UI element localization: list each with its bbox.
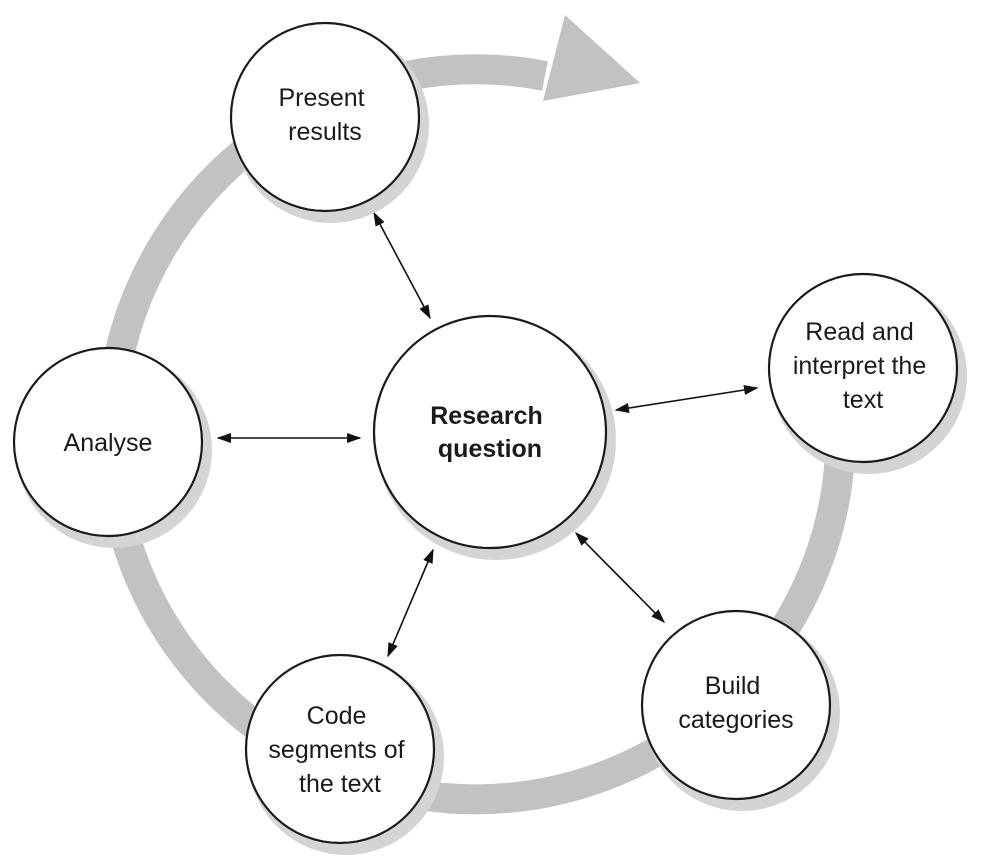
present-results-node: Present results (229, 21, 429, 223)
build-categories-label: Build categories (678, 672, 793, 734)
build-categories-circle (640, 609, 832, 801)
connectors (216, 211, 759, 658)
code-segments-circle (244, 653, 436, 845)
build-categories-node: Build categories (640, 609, 840, 811)
analyse-circle (12, 346, 204, 538)
research-question-node: Research question (372, 314, 616, 560)
code-segments-node: Code segments of the text (244, 653, 444, 855)
read-interpret-label: Read and interpret the text (793, 318, 933, 414)
present-results-label: Present results (278, 84, 371, 146)
analyse-node: Analyse (12, 346, 212, 548)
present-results-circle (229, 21, 421, 213)
analyse-label: Analyse (64, 429, 153, 457)
research-question-label: Research question (430, 402, 550, 463)
read-interpret-node: Read and interpret the text (767, 272, 967, 474)
cycle-arrowhead (543, 15, 640, 101)
link-center-code-segments (387, 548, 434, 658)
link-center-present-results (373, 211, 431, 320)
code-segments-label: Code segments of the text (268, 702, 411, 798)
research-question-circle (372, 314, 608, 550)
link-center-read-interpret (614, 385, 759, 413)
link-center-build-categories (574, 531, 666, 624)
read-interpret-circle (767, 272, 959, 464)
